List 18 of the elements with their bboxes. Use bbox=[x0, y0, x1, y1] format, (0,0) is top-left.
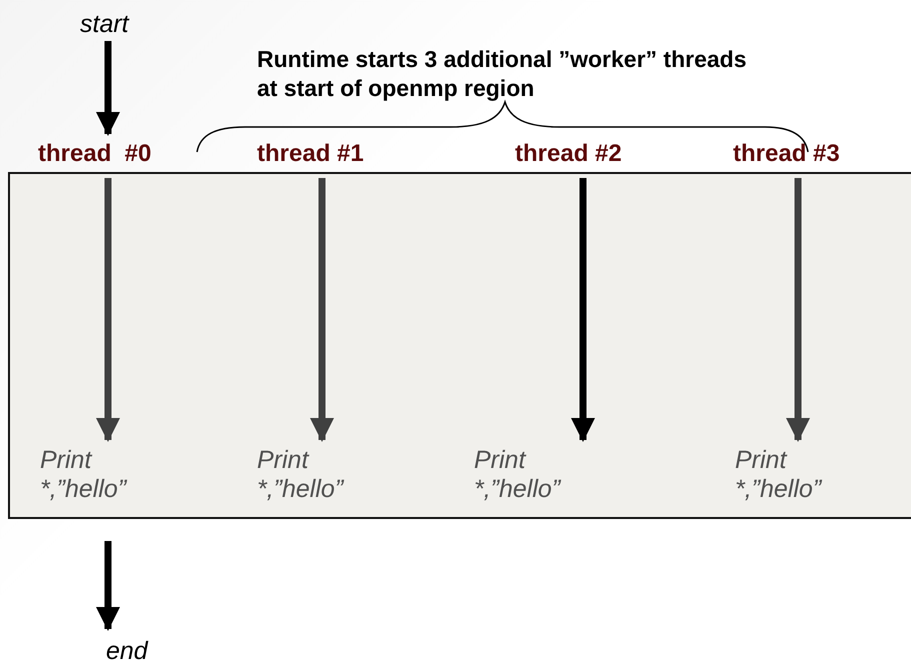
print-statement: Print *,”hello” bbox=[735, 446, 860, 504]
print-statement: Print *,”hello” bbox=[474, 446, 599, 504]
thread-label: thread #0 bbox=[38, 140, 198, 168]
arrow bbox=[96, 541, 120, 631]
arrow bbox=[786, 178, 810, 442]
thread-label: thread #1 bbox=[257, 140, 407, 168]
thread-label: thread #2 bbox=[515, 140, 665, 168]
arrow bbox=[571, 178, 595, 442]
end-label: end bbox=[106, 637, 166, 666]
start-label: start bbox=[80, 10, 140, 39]
arrow bbox=[96, 178, 120, 442]
parallel-region-box bbox=[8, 172, 911, 519]
print-statement: Print *,”hello” bbox=[40, 446, 165, 504]
thread-label: thread #3 bbox=[733, 140, 883, 168]
print-statement: Print *,”hello” bbox=[257, 446, 382, 504]
arrow bbox=[96, 41, 120, 136]
arrow bbox=[310, 178, 334, 442]
annotation-text: Runtime starts 3 additional ”worker” threads at start of openmp region bbox=[257, 45, 747, 102]
